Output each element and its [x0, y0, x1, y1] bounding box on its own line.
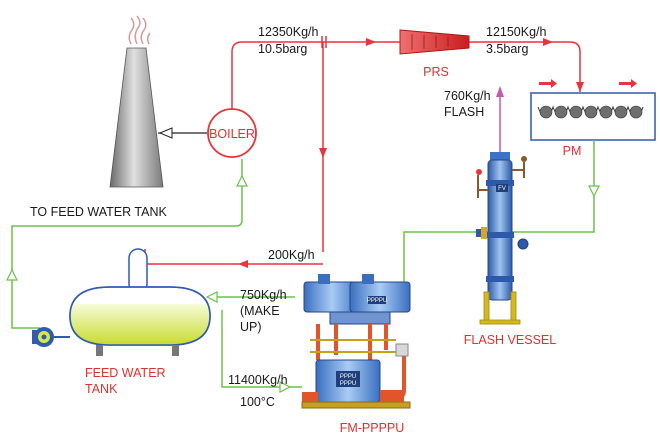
steam-arrows — [238, 38, 584, 268]
fm-ppppu-label: FM-PPPPU — [340, 421, 405, 435]
bypass-flow-label: 200Kg/h — [268, 248, 315, 262]
flash-vessel: FV FLASH VESSEL — [464, 152, 556, 347]
to-feed-water-tank-label: TO FEED WATER TANK — [30, 205, 167, 219]
flash-steam-line — [496, 86, 504, 152]
unit-tag-1: PPPPU — [367, 298, 387, 304]
steam-valve — [321, 36, 327, 48]
prs-valve: PRS — [399, 29, 470, 79]
feed-pump — [32, 327, 70, 347]
feed-water-tank-label-2: TANK — [85, 382, 118, 396]
makeup-word-2: UP) — [240, 320, 262, 334]
unit-tag-2: PPPU — [340, 374, 356, 380]
condensate-arrows — [6, 174, 600, 393]
feed-water-tank-label-1: FEED WATER — [85, 366, 166, 380]
steam-lines — [144, 41, 581, 265]
flash-vessel-label: FLASH VESSEL — [464, 333, 556, 347]
vessel-stand — [479, 291, 521, 325]
chimney — [109, 15, 207, 188]
pm-label: PM — [563, 144, 582, 158]
feed-water-tank: FEED WATER TANK — [32, 248, 211, 396]
vessel-fittings — [477, 162, 525, 198]
smoke-plume — [128, 15, 151, 45]
fm-ppppu-unit: PPPPU PPPU PPPU FM-PPPPU — [301, 274, 411, 435]
boiler-steam-pressure-label: 10.5barg — [258, 42, 307, 56]
unit-tag-3: PPPU — [340, 381, 356, 387]
condensate-lines — [11, 140, 595, 388]
condensate-flow-label: 11400Kg/h — [228, 373, 288, 387]
pm-steam-pressure-label: 3.5barg — [486, 42, 528, 56]
boiler-steam-flow-label: 12350Kg/h — [258, 25, 319, 39]
pm-steam-flow-label: 12150Kg/h — [486, 25, 547, 39]
prs-label: PRS — [423, 65, 449, 79]
boiler: BOILER — [207, 108, 257, 158]
makeup-flow-label: 750Kg/h — [240, 288, 287, 302]
boiler-label: BOILER — [209, 127, 255, 141]
condensate-temp-label: 100°C — [240, 395, 275, 409]
paper-machine: PM — [530, 79, 656, 158]
flash-flow-label: 760Kg/h — [444, 89, 491, 103]
flash-word-label: FLASH — [444, 105, 484, 119]
makeup-word-1: (MAKE — [240, 304, 280, 318]
fv-tag: FV — [498, 186, 506, 192]
